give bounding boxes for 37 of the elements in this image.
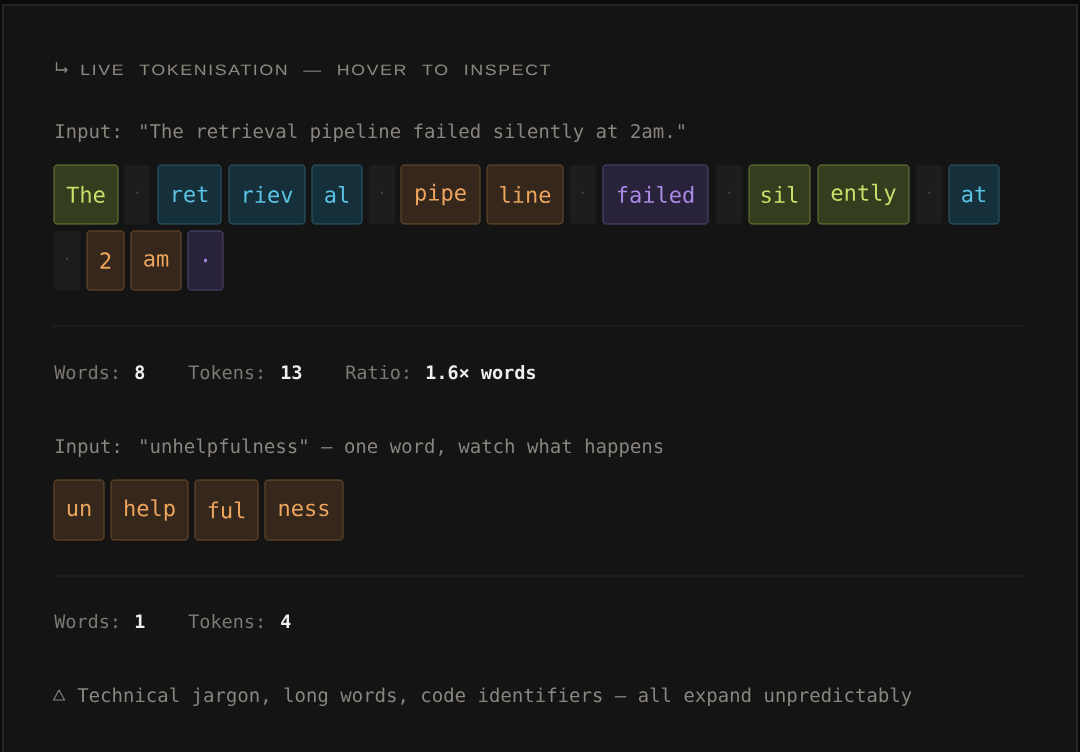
- token-box: ret: [157, 164, 222, 225]
- token-box: un: [53, 479, 105, 541]
- space-token-box: ·: [715, 164, 743, 225]
- token-box: help: [110, 479, 189, 541]
- stat-label: Words:: [54, 613, 117, 629]
- stat-label: Words:: [54, 364, 117, 380]
- stat-value: 8: [135, 365, 145, 380]
- token-box: am: [130, 230, 182, 291]
- input-text: Input: "The retrieval pipeline failed silently at 2am.": [56, 123, 684, 142]
- token-box: .: [187, 230, 224, 291]
- space-token-box: ·: [123, 164, 151, 225]
- stat-label: Tokens:: [188, 613, 262, 629]
- token-box: pipe: [400, 164, 481, 225]
- token-box: ness: [264, 479, 344, 541]
- token-box: al: [311, 164, 363, 225]
- token-box: 2: [86, 230, 125, 291]
- stat-label: Tokens:: [188, 364, 262, 380]
- token-box: failed: [602, 164, 709, 225]
- token-box: at: [948, 164, 1000, 225]
- token-box: sil: [748, 164, 811, 225]
- space-token-box: ·: [368, 164, 396, 225]
- stat-value: 4: [281, 614, 291, 628]
- token-box: riev: [228, 164, 306, 225]
- token-box: The: [53, 164, 119, 225]
- space-token-box: ·: [915, 164, 943, 225]
- token-box: ently: [817, 164, 910, 225]
- stat-value: 1: [135, 614, 145, 628]
- stat-value: 1.6× words: [426, 364, 536, 380]
- title: LIVE TOKENISATION — HOVER TO INSPECT: [81, 64, 550, 76]
- stat-label: Ratio:: [346, 364, 408, 380]
- token-box: ful: [194, 479, 259, 541]
- space-token-box: ·: [53, 230, 81, 291]
- input-text: Input: "unhelpfulness" — one word, watch what happens: [56, 438, 663, 457]
- warning-note: Technical jargon, long words, code identifiers — all expand unpredictably: [77, 687, 912, 707]
- token-box: line: [486, 164, 564, 225]
- space-token-box: ·: [569, 164, 597, 225]
- stat-value: 13: [281, 365, 302, 380]
